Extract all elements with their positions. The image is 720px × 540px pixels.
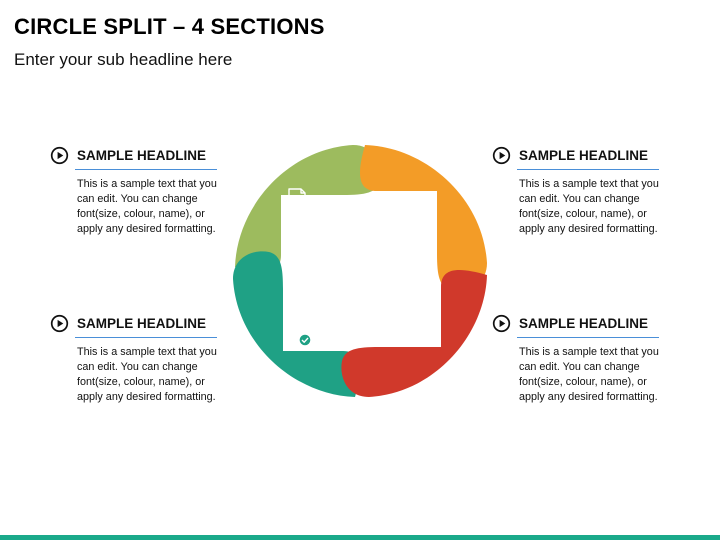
block-headline: SAMPLE HEADLINE <box>519 147 649 163</box>
play-circle-icon <box>492 314 511 332</box>
circle-split-diagram <box>233 145 487 397</box>
block-body-text: This is a sample text that you can edit.… <box>519 346 659 403</box>
checklist-approved-icon <box>283 318 312 347</box>
headline-divider <box>517 337 659 338</box>
segment-bottom-right <box>341 270 487 397</box>
text-block-bottom-left: SAMPLE HEADLINE This is a sample text th… <box>50 313 225 403</box>
block-body-text: This is a sample text that you can edit.… <box>77 178 217 235</box>
block-headline: SAMPLE HEADLINE <box>77 147 207 163</box>
headline-divider <box>75 337 217 338</box>
play-circle-icon <box>492 146 511 164</box>
segment-top-right <box>360 145 487 291</box>
block-body-text: This is a sample text that you can edit.… <box>519 178 659 235</box>
headline-divider <box>75 169 217 170</box>
play-circle-icon <box>50 146 69 164</box>
text-block-top-left: SAMPLE HEADLINE This is a sample text th… <box>50 145 225 235</box>
footer-bar <box>0 535 720 540</box>
page-title: CIRCLE SPLIT – 4 SECTIONS <box>14 14 325 39</box>
document-search-icon <box>288 188 308 212</box>
segment-bottom-left <box>233 251 360 397</box>
block-body-text: This is a sample text that you can edit.… <box>77 346 217 403</box>
headline-divider <box>517 169 659 170</box>
text-block-bottom-right: SAMPLE HEADLINE This is a sample text th… <box>492 313 667 403</box>
bar-chart-trend-icon <box>412 319 437 346</box>
block-headline: SAMPLE HEADLINE <box>77 315 207 331</box>
segment-top-left <box>235 145 381 272</box>
text-block-top-right: SAMPLE HEADLINE This is a sample text th… <box>492 145 667 235</box>
page-subtitle: Enter your sub headline here <box>14 50 233 69</box>
block-headline: SAMPLE HEADLINE <box>519 315 649 331</box>
play-circle-icon <box>50 314 69 332</box>
clipboard-checklist-icon <box>415 191 437 220</box>
